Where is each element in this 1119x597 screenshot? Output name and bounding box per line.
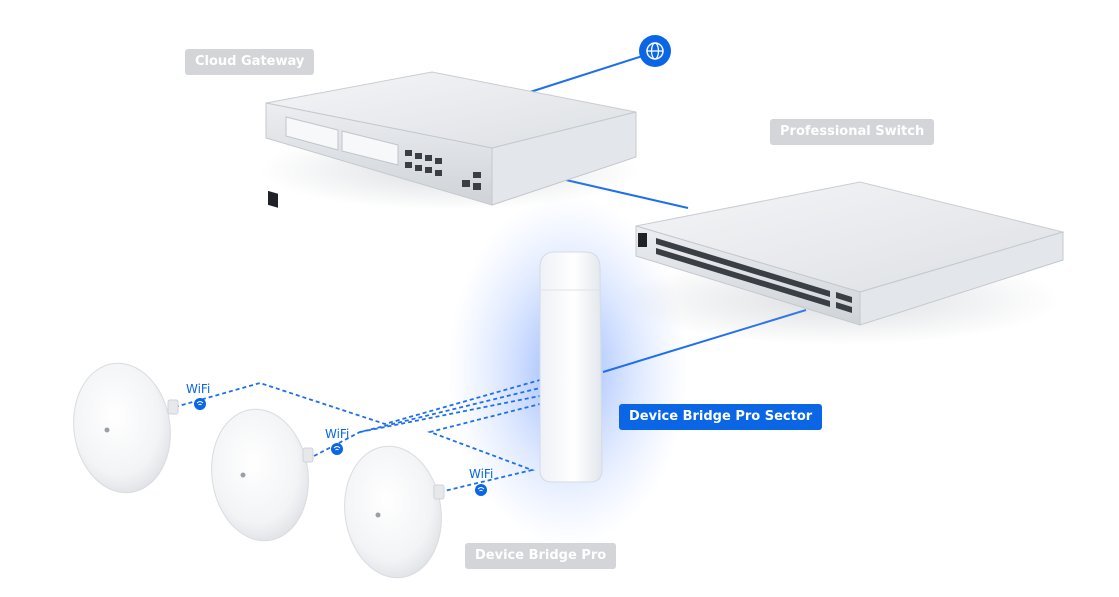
internet-globe-icon — [639, 35, 671, 67]
wifi-icon — [331, 443, 343, 455]
device-bridge-pro-label: Device Bridge Pro — [465, 543, 617, 569]
professional-switch-device[interactable] — [620, 181, 1065, 345]
switch-side-face — [859, 231, 1064, 326]
device-bridge-pro-sector-device[interactable] — [539, 251, 603, 483]
power-button — [638, 233, 647, 247]
wifi-link-label: WiFi — [325, 427, 350, 441]
wifi-link-label: WiFi — [186, 382, 211, 396]
gateway-side-face — [491, 111, 637, 206]
wifi-links — [174, 379, 541, 493]
wifi-link-1 — [174, 379, 541, 425]
switch-port-grid — [656, 238, 852, 313]
power-button — [268, 190, 278, 208]
device-bridge-pro-dish-1[interactable] — [65, 357, 179, 499]
internet-link — [526, 51, 656, 94]
cloud-gateway-device[interactable] — [260, 71, 640, 210]
drive-bay-right — [341, 130, 399, 166]
drive-bay-left — [285, 116, 339, 151]
device-bridge-pro-dish-2[interactable] — [203, 403, 316, 547]
cloud-gateway-label: Cloud Gateway — [185, 49, 315, 75]
wifi-icon — [475, 484, 487, 496]
device-bridge-pro-sector-label: Device Bridge Pro Sector — [619, 404, 823, 430]
wifi-link-2b — [359, 395, 541, 433]
wifi-icon — [194, 398, 206, 410]
professional-switch-label: Professional Switch — [770, 119, 935, 145]
wifi-link-3 — [426, 403, 541, 493]
device-bridge-pro-dish-3[interactable] — [336, 440, 449, 584]
gateway-ports — [405, 150, 481, 190]
wifi-link-label: WiFi — [469, 467, 494, 481]
